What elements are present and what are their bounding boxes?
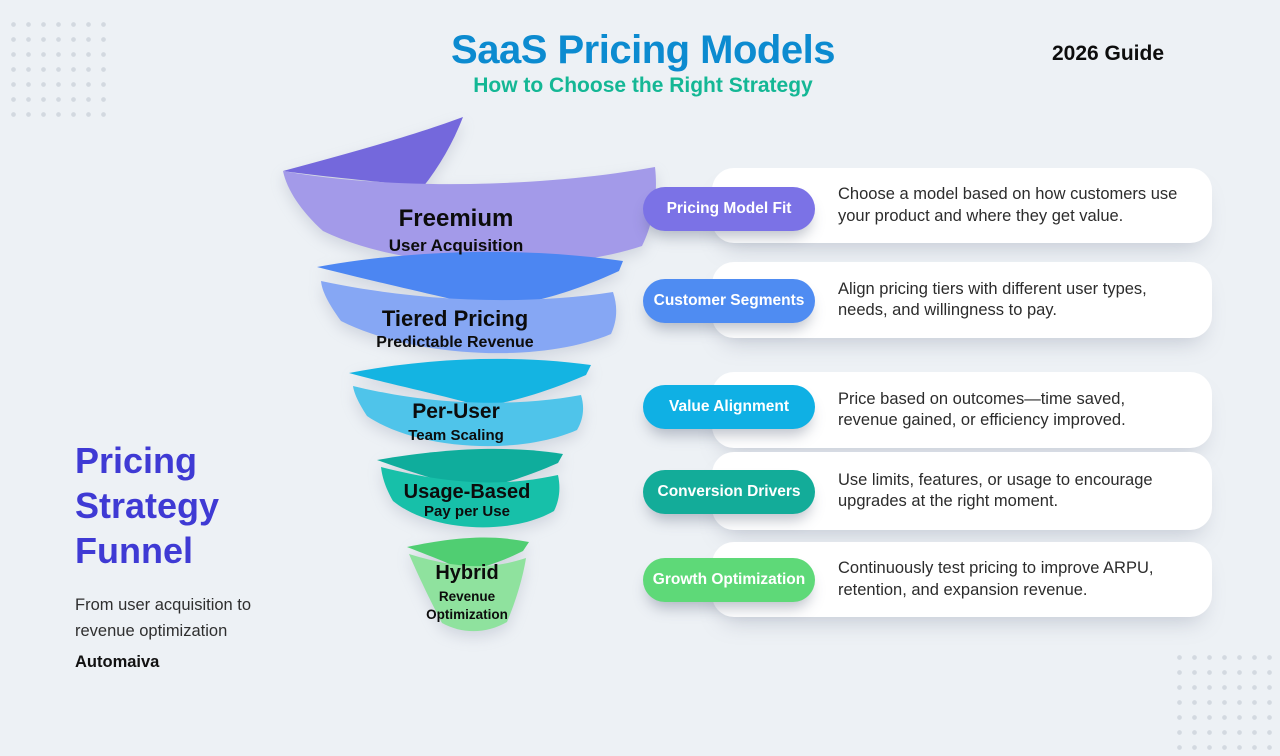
funnel-tier1-front — [283, 167, 656, 265]
side-heading-line3: Funnel — [75, 530, 193, 571]
funnel-label-4-name: Usage-Based — [403, 481, 531, 503]
funnel-label-3-name: Per-User — [412, 400, 500, 423]
side-heading: Pricing Strategy Funnel — [75, 438, 335, 573]
funnel-label-3-sub: Team Scaling — [408, 427, 504, 444]
funnel-label-1-name: Freemium — [398, 205, 514, 232]
info-card-text: Choose a model based on how customers us… — [838, 185, 1178, 225]
funnel-tier5-front — [409, 554, 526, 632]
year-guide-badge: 2026 Guide — [1051, 42, 1165, 65]
pill-growth-optimization[interactable]: Growth Optimization — [643, 558, 815, 602]
funnel-label-5-name: Hybrid — [435, 562, 499, 584]
funnel-graphic — [283, 117, 656, 632]
page-subtitle: How to Choose the Right Strategy — [473, 74, 813, 97]
funnel-label-1-sub: User Acquisition — [388, 236, 524, 255]
side-heading-line1: Pricing — [75, 440, 198, 481]
side-heading-line2: Strategy — [75, 485, 220, 526]
funnel-tier3-front — [353, 386, 584, 447]
brand-name: Automaiva — [75, 653, 160, 671]
funnel-tier4-front — [381, 467, 560, 528]
pill-customer-segments[interactable]: Customer Segments — [643, 279, 815, 323]
funnel-tier4-back — [377, 448, 563, 490]
funnel-tier2-back — [317, 251, 623, 308]
info-card-text: Price based on outcomes—time saved, reve… — [838, 389, 1126, 430]
dot-grid-bottom-right — [1172, 650, 1278, 756]
dot-grid-top-left — [6, 17, 112, 123]
side-description: From user acquisition to revenue optimiz… — [75, 596, 252, 640]
info-card-text: Use limits, features, or usage to encour… — [838, 470, 1153, 511]
funnel-tier3-back — [349, 358, 591, 406]
pill-pricing-model-fit[interactable]: Pricing Model Fit — [643, 187, 815, 231]
funnel-label-2-name: Tiered Pricing — [381, 306, 529, 331]
funnel-label-4-sub: Pay per Use — [424, 503, 510, 520]
pill-conversion-drivers[interactable]: Conversion Drivers — [643, 470, 815, 514]
info-card-text: Align pricing tiers with different user … — [838, 279, 1147, 320]
funnel-label-5-sub: Revenue Optimization — [426, 589, 508, 622]
info-card-text: Continuously test pricing to improve ARP… — [838, 559, 1154, 599]
funnel-tier5-back — [407, 537, 529, 571]
funnel-tier1-back — [283, 117, 463, 187]
funnel-tier2-front — [321, 281, 617, 354]
funnel-label-2-sub: Predictable Revenue — [376, 334, 534, 351]
page-title: SaaS Pricing Models — [451, 28, 835, 72]
pill-value-alignment[interactable]: Value Alignment — [643, 385, 815, 429]
